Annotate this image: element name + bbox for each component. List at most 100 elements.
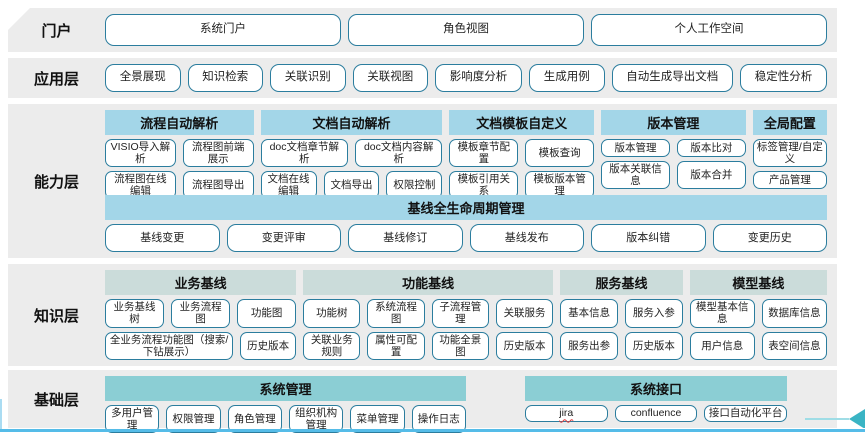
group-row: 模板引用关系模板版本管理 xyxy=(449,171,595,200)
knowledge-groups: 业务基线业务基线树业务流程图功能图全业务流程功能图（搜索/下钻展示）历史版本功能… xyxy=(105,270,828,360)
diagram-box: 多用户管理 xyxy=(105,405,160,433)
group-header: 业务基线 xyxy=(105,270,297,295)
diagram-box: 模板引用关系 xyxy=(449,171,519,200)
diagram-box: 服务出参 xyxy=(560,331,618,360)
diagram-box: 标签管理/自定义 xyxy=(752,139,828,168)
layer-label-knowledge: 知识层 xyxy=(33,307,79,325)
diagram-box: 全景展现 xyxy=(105,64,181,92)
diagram-box: 文档导出 xyxy=(323,171,380,200)
diagram-group: 版本管理版本管理版本比对版本关联信息版本合并 xyxy=(601,110,746,189)
diagram-box: 流程图前端展示 xyxy=(182,139,254,168)
group-header: 全局配置 xyxy=(752,110,828,135)
portal-buttons: 系统门户角色视图个人工作空间 xyxy=(105,14,827,46)
diagram-box: 系统流程图 xyxy=(367,299,425,328)
diagram-box: 数据库信息 xyxy=(761,299,828,328)
baseline-lifecycle-header: 基线全生命周期管理 xyxy=(105,195,827,220)
group-row: 基本信息服务入参 xyxy=(560,299,683,328)
group-header: 系统接口 xyxy=(524,376,787,401)
diagram-box: doc文档章节解析 xyxy=(260,139,348,168)
diagram-box: 历史版本 xyxy=(624,331,683,360)
layer-portal: 门户 系统门户角色视图个人工作空间 xyxy=(8,8,837,52)
diagram-box: 模板章节配置 xyxy=(449,139,519,168)
diagram-box: 生成用例 xyxy=(529,64,605,92)
diagram-box: 历史版本 xyxy=(240,331,297,360)
diagram-box: 知识检索 xyxy=(187,64,263,92)
diagram-box: 属性可配置 xyxy=(367,331,425,360)
group-row: VISIO导入解析流程图前端展示 xyxy=(105,139,254,168)
group-header: 服务基线 xyxy=(560,270,683,295)
diagram-group: 服务基线基本信息服务入参服务出参历史版本 xyxy=(560,270,683,360)
diagram-box: 表空间信息 xyxy=(761,331,828,360)
diagram-box: 功能树 xyxy=(303,299,361,328)
diagram-box: 模型基本信息 xyxy=(689,299,755,328)
diagram-box: 基本信息 xyxy=(560,299,618,328)
layer-knowledge: 知识层 业务基线业务基线树业务流程图功能图全业务流程功能图（搜索/下钻展示）历史… xyxy=(8,264,837,366)
layer-foundation: 基础层 系统管理多用户管理权限管理角色管理组织机构管理菜单管理操作日志 系统接口 j… xyxy=(8,370,837,433)
layer-label-capability: 能力层 xyxy=(33,173,79,191)
diagram-box: 关联视图 xyxy=(352,64,428,92)
diagram-box: 稳定性分析 xyxy=(740,64,827,92)
group-row: 流程图在线编辑流程图导出 xyxy=(105,171,254,200)
diagram-box: 基线修订 xyxy=(348,224,463,252)
diagram-box: confluence xyxy=(614,405,698,422)
diagram-box: jira xyxy=(524,405,608,422)
diagram-box: 角色视图 xyxy=(348,14,584,46)
diagram-box: 模板查询 xyxy=(525,139,595,168)
group-row: 版本关联信息版本合并 xyxy=(601,160,746,189)
group-row: 关联业务规则属性可配置功能全景图历史版本 xyxy=(303,331,554,360)
diagram-box: 角色管理 xyxy=(227,405,282,433)
diagram-box: 系统门户 xyxy=(105,14,341,46)
diagram-box: 功能图 xyxy=(237,299,297,328)
diagram-box: VISIO导入解析 xyxy=(105,139,176,168)
diagram-box: 服务入参 xyxy=(624,299,683,328)
left-edge-accent-line xyxy=(0,399,2,429)
diagram-box: 基线变更 xyxy=(105,224,220,252)
diagram-box: 变更评审 xyxy=(226,224,341,252)
layer-label-application: 应用层 xyxy=(33,70,79,88)
diagram-box: 个人工作空间 xyxy=(591,14,827,46)
diagram-box: 关联服务 xyxy=(495,299,554,328)
layer-label-portal: 门户 xyxy=(41,22,72,40)
group-row: 用户信息表空间信息 xyxy=(689,331,828,360)
group-row: 模型基本信息数据库信息 xyxy=(689,299,828,328)
diagram-box: 基线发布 xyxy=(469,224,584,252)
group-header: 模型基线 xyxy=(689,270,827,295)
diagram-box: 版本合并 xyxy=(676,160,746,189)
bottom-accent-line xyxy=(0,429,865,432)
layer-label-foundation: 基础层 xyxy=(33,391,79,409)
group-row: 标签管理/自定义 xyxy=(752,139,828,168)
diagram-group: 业务基线业务基线树业务流程图功能图全业务流程功能图（搜索/下钻展示）历史版本 xyxy=(105,270,297,360)
diagram-box: 产品管理 xyxy=(752,171,828,189)
layer-application: 应用层 全景展现知识检索关联识别关联视图影响度分析生成用例自动生成导出文档稳定性… xyxy=(8,58,837,98)
group-row: jira confluence 接口自动化平台 xyxy=(524,405,787,422)
diagram-box: 变更历史 xyxy=(712,224,827,252)
diagram-box: 版本纠错 xyxy=(591,224,706,252)
diagram-box: 自动生成导出文档 xyxy=(611,64,733,92)
diagram-box: 权限控制 xyxy=(386,171,443,200)
group-header: 文档模板自定义 xyxy=(449,110,595,135)
diagram-box: 影响度分析 xyxy=(435,64,522,92)
diagram-box: 历史版本 xyxy=(495,331,554,360)
diagram-group: 系统接口 jira confluence 接口自动化平台 xyxy=(524,376,787,422)
diagram-box: 子流程管理 xyxy=(431,299,489,328)
group-row: 服务出参历史版本 xyxy=(560,331,683,360)
group-header: 流程自动解析 xyxy=(105,110,254,135)
diagram-box: 操作日志 xyxy=(411,405,466,433)
group-header: 版本管理 xyxy=(601,110,746,135)
diagram-box: 模板版本管理 xyxy=(525,171,595,200)
baseline-lifecycle-section: 基线全生命周期管理 基线变更变更评审基线修订基线发布版本纠错变更历史 xyxy=(105,195,827,252)
diagram-group: 系统管理多用户管理权限管理角色管理组织机构管理菜单管理操作日志 xyxy=(105,376,466,433)
group-row: 产品管理 xyxy=(752,171,828,189)
diagram-box: 关联业务规则 xyxy=(303,331,361,360)
diagram-box: 用户信息 xyxy=(689,331,755,360)
group-header: 文档自动解析 xyxy=(260,110,443,135)
diagram-box: 关联识别 xyxy=(270,64,346,92)
diagram-box: 接口自动化平台 xyxy=(704,405,787,422)
diagram-box: 版本比对 xyxy=(676,139,746,157)
diagram-box: 流程图导出 xyxy=(182,171,254,200)
diagram-box: 版本关联信息 xyxy=(601,160,670,189)
